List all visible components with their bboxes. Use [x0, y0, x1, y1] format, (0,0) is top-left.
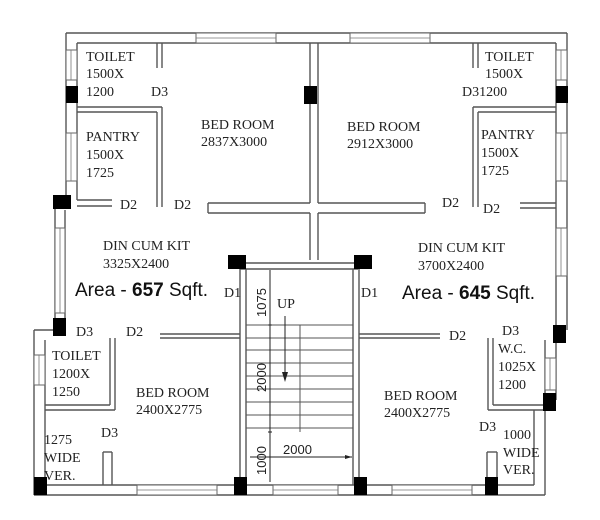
right-wc-name: W.C. — [498, 342, 526, 357]
window-right-wc — [544, 357, 557, 391]
door-label-d2: D2 — [126, 325, 143, 340]
right-wc-dim1: 1025X — [498, 360, 536, 375]
left-bedroom-top-dim: 2837X3000 — [201, 135, 267, 150]
door-label-d3: D3 — [101, 426, 118, 441]
door-label-d3: D3 — [76, 325, 93, 340]
right-dinkit-name: DIN CUM KIT — [418, 241, 506, 256]
left-toilet-bottom-name: TOILET — [52, 349, 101, 364]
left-verandah-line3: VER. — [44, 469, 76, 484]
window-left-pantry — [65, 132, 78, 182]
left-toilet-dim2: 1200 — [86, 85, 114, 100]
left-bedroom-bottom-name: BED ROOM — [136, 386, 210, 401]
door-label-d3: D3 — [479, 420, 496, 435]
right-area: Area - 645 Sqft. — [402, 283, 535, 304]
right-toilet-dim1: 1500X — [485, 67, 523, 82]
right-pantry-name: PANTRY — [481, 128, 535, 143]
right-verandah-line3: VER. — [503, 463, 535, 478]
left-toilet-name: TOILET — [86, 50, 135, 65]
right-bedroom-bottom-dim: 2400X2775 — [384, 406, 450, 421]
right-wc-dim2: 1200 — [498, 378, 526, 393]
staircase — [246, 270, 353, 482]
left-verandah-line2: WIDE — [44, 451, 81, 466]
left-bedroom-top-name: BED ROOM — [201, 118, 275, 133]
left-dinkit-dim: 3325X2400 — [103, 257, 169, 272]
right-unit: TOILET 1500X D31200 PANTRY 1500X 1725 BE… — [347, 50, 540, 478]
right-verandah-line2: WIDE — [503, 446, 540, 461]
left-pantry-dim2: 1725 — [86, 166, 114, 181]
left-bedroom-bottom-dim: 2400X2775 — [136, 403, 202, 418]
right-bedroom-top-name: BED ROOM — [347, 120, 421, 135]
left-verandah-line1: 1275 — [44, 433, 72, 448]
door-label-d2: D2 — [442, 196, 459, 211]
stair-landing-dim: 1075 — [254, 288, 269, 317]
right-bedroom-bottom-name: BED ROOM — [384, 389, 458, 404]
left-toilet-dim1: 1500X — [86, 67, 124, 82]
right-dinkit-dim: 3700X2400 — [418, 259, 484, 274]
door-label-d1: D1 — [361, 286, 378, 301]
left-area: Area - 657 Sqft. — [75, 280, 208, 301]
window-right-kitchen — [555, 227, 568, 277]
door-label-d3: D3 — [151, 85, 168, 100]
right-toilet-dim2: D31200 — [462, 85, 507, 100]
right-pantry-dim2: 1725 — [481, 164, 509, 179]
window-left-toilet-bottom — [33, 354, 46, 386]
door-label-d3: D3 — [502, 324, 519, 339]
door-label-d2: D2 — [174, 198, 191, 213]
door-label-d2: D2 — [120, 198, 137, 213]
left-toilet-bottom-dim1: 1200X — [52, 367, 90, 382]
door-label-d1: D1 — [224, 286, 241, 301]
window-right-pantry — [555, 132, 568, 182]
stair-flight-dim: 2000 — [254, 363, 269, 392]
columns — [34, 86, 568, 495]
stair-labels: UP 1075 2000 1000 2000 — [254, 288, 312, 475]
left-pantry-dim1: 1500X — [86, 148, 124, 163]
door-label-d2: D2 — [483, 202, 500, 217]
window-left-toilet — [65, 49, 78, 81]
stair-width-dim: 2000 — [283, 442, 312, 457]
door-label-d2: D2 — [449, 329, 466, 344]
window-right-toilet — [555, 49, 568, 81]
left-dinkit-name: DIN CUM KIT — [103, 239, 191, 254]
windows — [33, 32, 568, 496]
right-pantry-dim1: 1500X — [481, 146, 519, 161]
right-toilet-name: TOILET — [485, 50, 534, 65]
interior-walls — [45, 43, 556, 485]
left-toilet-bottom-dim2: 1250 — [52, 385, 80, 400]
right-bedroom-top-dim: 2912X3000 — [347, 137, 413, 152]
stair-up-label: UP — [277, 297, 295, 312]
right-verandah-line1: 1000 — [503, 428, 531, 443]
left-unit: TOILET 1500X 1200 D3 PANTRY 1500X 1725 B… — [44, 50, 275, 484]
left-pantry-name: PANTRY — [86, 130, 140, 145]
stair-bottom-dim: 1000 — [254, 446, 269, 475]
